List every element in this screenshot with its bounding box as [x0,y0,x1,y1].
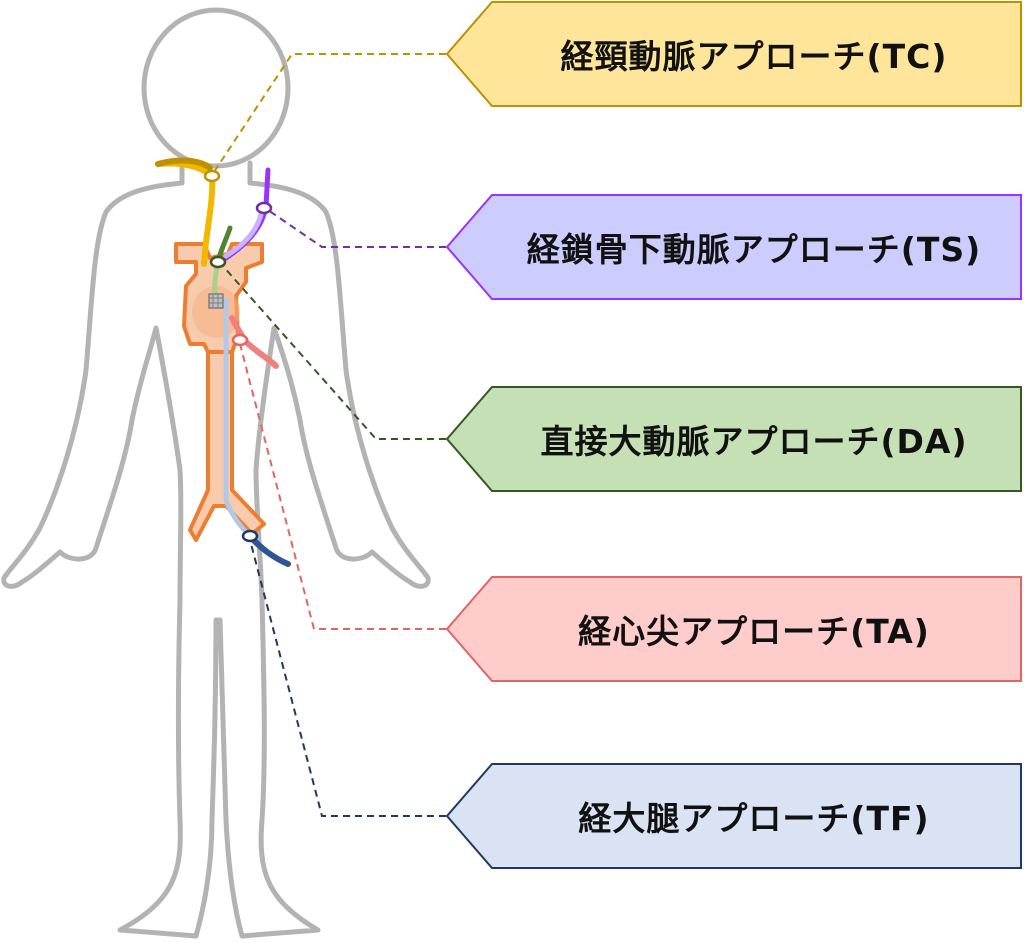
catheter-tc-neck [155,157,213,171]
label-shape-tc [446,1,1022,107]
access-point-da [209,255,227,269]
leader-lines [213,53,446,817]
leader-line-tf [249,539,446,817]
label-text-tc: 経頸動脈アプローチ(TC) [560,37,948,76]
access-point-ta [231,333,249,347]
label-shape-da [446,386,1022,492]
label-text-ta: 経心尖アプローチ(TA) [578,612,930,651]
label-da: 直接大動脈アプローチ(DA) [446,386,1022,492]
label-ta: 経心尖アプローチ(TA) [446,576,1022,682]
access-point-ts [255,201,273,215]
catheter-ts-inner [223,207,265,259]
label-text-da: 直接大動脈アプローチ(DA) [540,422,968,461]
label-shape-tf [446,763,1022,869]
body-outline [1,160,431,939]
access-point-tc [203,169,221,183]
leader-line-ta [239,343,446,630]
label-tc: 経頸動脈アプローチ(TC) [446,1,1022,107]
human-silhouette [1,7,431,939]
access-point-tf [241,529,259,543]
label-tf: 経大腿アプローチ(TF) [446,763,1022,869]
label-ts: 経鎖骨下動脈アプローチ(TS) [446,194,1022,300]
head-outline [141,7,291,169]
valve-device [208,293,224,309]
label-text-ts: 経鎖骨下動脈アプローチ(TS) [526,230,982,269]
leader-line-tc [213,53,446,173]
label-text-tf: 経大腿アプローチ(TF) [578,799,930,838]
leader-line-ts [267,209,446,248]
label-shape-ts [446,194,1022,300]
label-shape-ta [446,576,1022,682]
